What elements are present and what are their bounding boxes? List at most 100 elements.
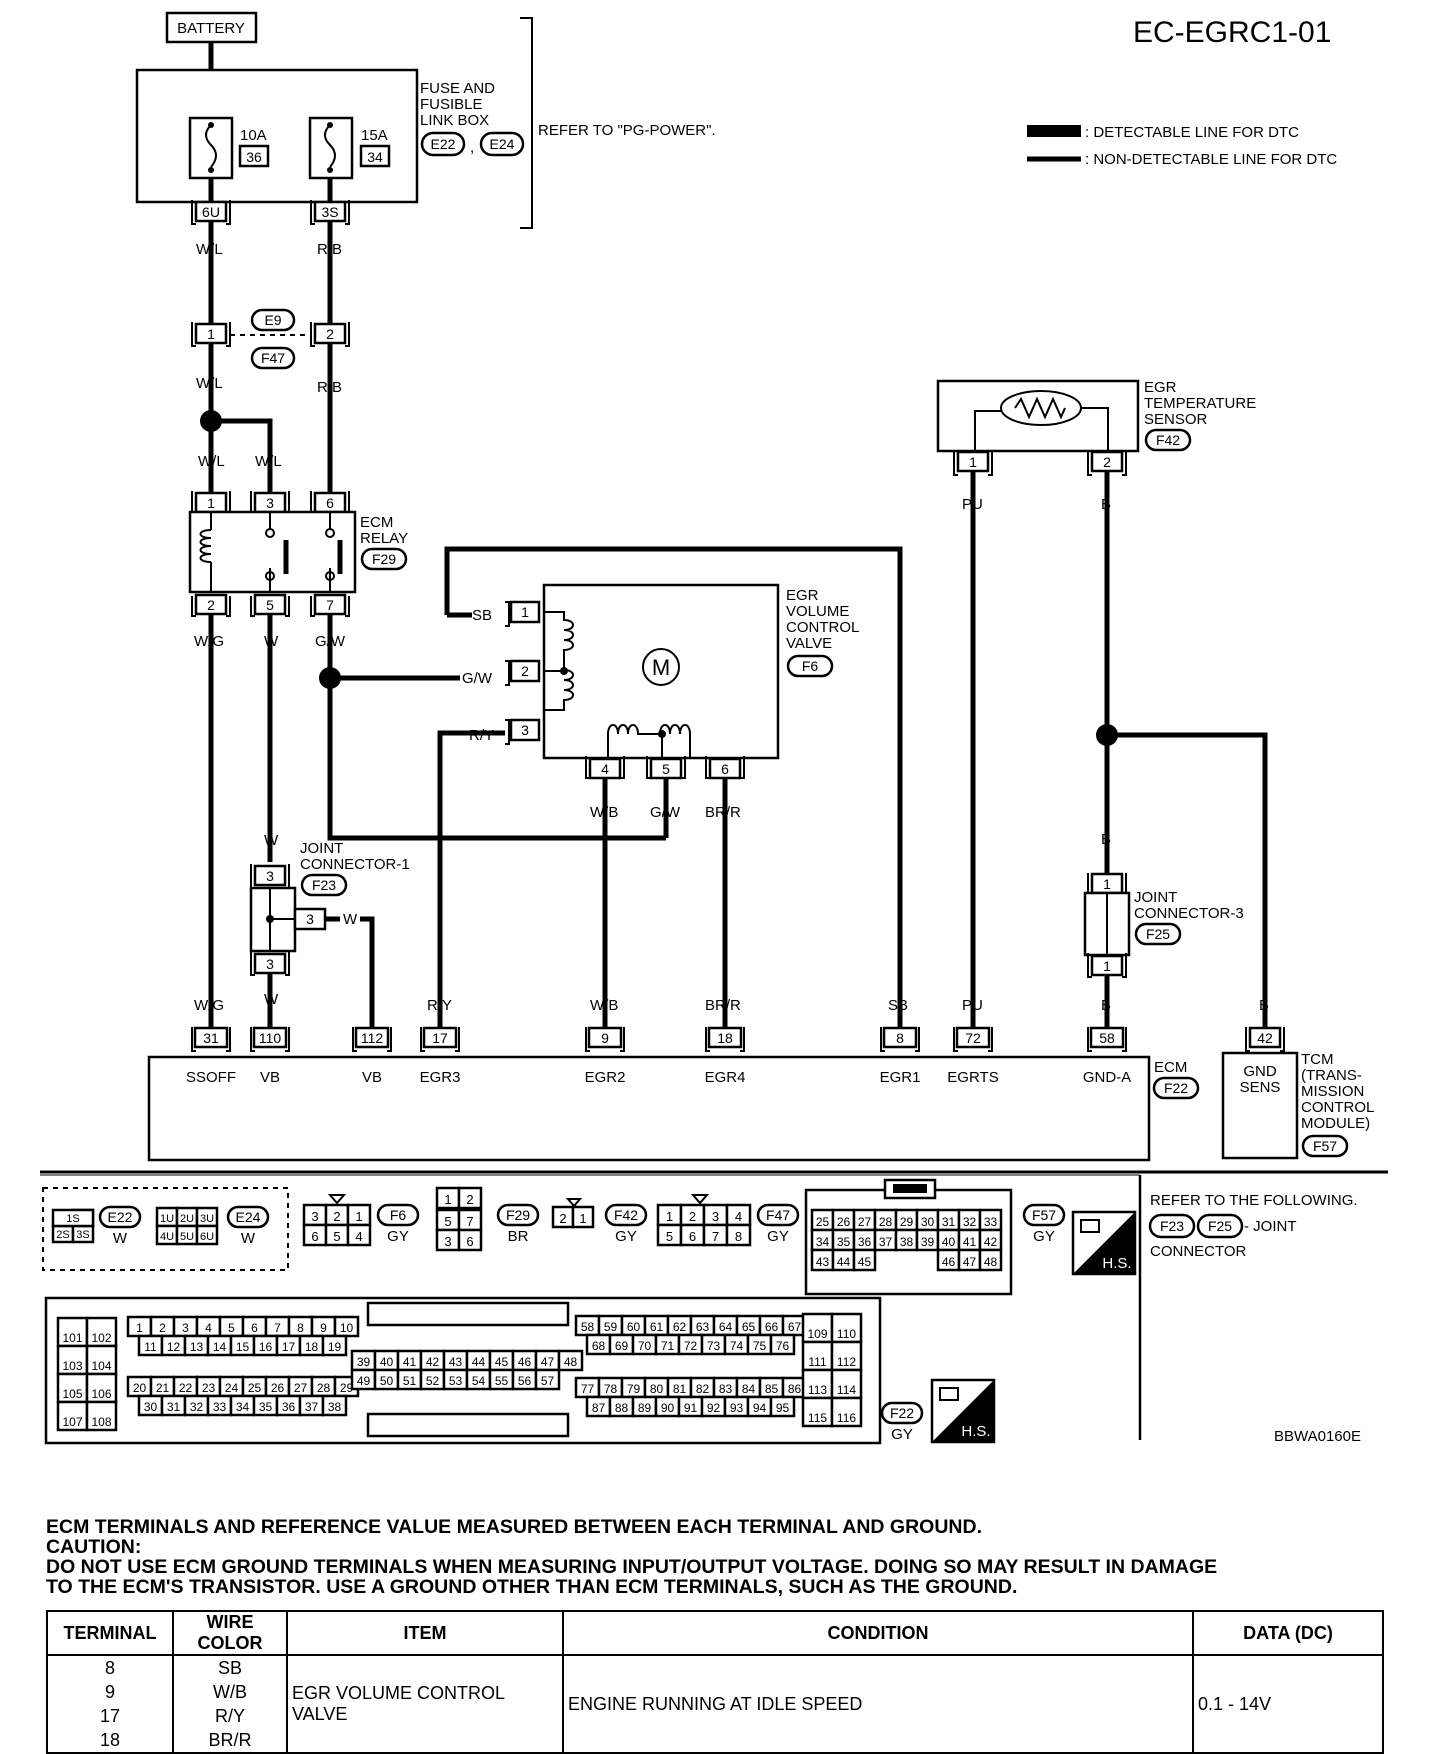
svg-text:3: 3 bbox=[266, 495, 274, 511]
svg-text:80: 80 bbox=[650, 1382, 664, 1396]
svg-text:6U: 6U bbox=[200, 1231, 214, 1243]
svg-text:W/B: W/B bbox=[590, 804, 618, 821]
fuse-15a: 15A 34 bbox=[308, 116, 391, 180]
svg-text:6: 6 bbox=[689, 1229, 696, 1244]
svg-text:R/Y: R/Y bbox=[427, 997, 452, 1014]
ecm-relay-title-1: ECM bbox=[360, 514, 393, 531]
svg-text:92: 92 bbox=[707, 1401, 721, 1415]
conn-e24-tag bbox=[479, 131, 525, 157]
notes-block: ECM TERMINALS AND REFERENCE VALUE MEASUR… bbox=[46, 1517, 1386, 1597]
svg-text:40: 40 bbox=[942, 1235, 956, 1249]
svg-text:F47: F47 bbox=[766, 1207, 790, 1223]
svg-text:103: 103 bbox=[62, 1359, 82, 1373]
svg-text:2: 2 bbox=[466, 1192, 473, 1207]
conn-f23-tag bbox=[300, 873, 348, 897]
svg-text:5: 5 bbox=[444, 1214, 451, 1229]
svg-text:44: 44 bbox=[472, 1355, 486, 1369]
svg-text:74: 74 bbox=[730, 1339, 744, 1353]
tcm-title-2: (TRANS- bbox=[1301, 1067, 1362, 1084]
svg-text:57: 57 bbox=[541, 1374, 555, 1388]
egr-sensor-title-2: TEMPERATURE bbox=[1144, 395, 1256, 412]
svg-text:3: 3 bbox=[712, 1209, 719, 1224]
terminal-table: TERMINAL WIRE COLOR ITEM CONDITION DATA … bbox=[46, 1610, 1384, 1754]
conn-f29-tag bbox=[360, 547, 408, 571]
svg-text:3: 3 bbox=[521, 722, 529, 738]
svg-text:43: 43 bbox=[816, 1255, 830, 1269]
svg-text:2: 2 bbox=[333, 1209, 340, 1224]
svg-text:H.S.: H.S. bbox=[961, 1423, 990, 1440]
svg-text:49: 49 bbox=[357, 1374, 371, 1388]
tcm-sens: SENS bbox=[1240, 1079, 1281, 1096]
svg-text:14: 14 bbox=[213, 1340, 227, 1354]
egr-valve-title-1: EGR bbox=[786, 587, 819, 604]
note-line-1: DO NOT USE ECM GROUND TERMINALS WHEN MEA… bbox=[46, 1556, 1218, 1578]
svg-text:27: 27 bbox=[858, 1215, 872, 1229]
svg-text:63: 63 bbox=[696, 1320, 710, 1334]
svg-text:6: 6 bbox=[311, 1229, 318, 1244]
svg-text:43: 43 bbox=[449, 1355, 463, 1369]
svg-text:73: 73 bbox=[707, 1339, 721, 1353]
svg-text:F29: F29 bbox=[506, 1207, 530, 1223]
pin-6u: 6U bbox=[202, 204, 220, 220]
svg-text:M: M bbox=[652, 655, 670, 680]
tcm-box bbox=[1221, 1051, 1299, 1160]
svg-text:1: 1 bbox=[207, 495, 215, 511]
page-id: EC-EGRC1-01 bbox=[1133, 16, 1331, 49]
svg-text:37: 37 bbox=[305, 1400, 319, 1414]
svg-text:37: 37 bbox=[879, 1235, 893, 1249]
svg-text:7: 7 bbox=[712, 1229, 719, 1244]
svg-text:53: 53 bbox=[449, 1374, 463, 1388]
svg-text:GY: GY bbox=[767, 1228, 789, 1245]
svg-text:45: 45 bbox=[495, 1355, 509, 1369]
svg-text:41: 41 bbox=[403, 1355, 417, 1369]
svg-text:BR: BR bbox=[508, 1228, 529, 1245]
svg-text:B: B bbox=[1101, 496, 1111, 513]
ecm-title: ECM bbox=[1154, 1059, 1187, 1076]
legend-detectable-line bbox=[1027, 125, 1081, 137]
ecm-pin-17: 17 bbox=[432, 1030, 448, 1046]
svg-text:78: 78 bbox=[604, 1382, 618, 1396]
svg-text:B: B bbox=[1101, 997, 1111, 1014]
svg-text:65: 65 bbox=[742, 1320, 756, 1334]
svg-text:8: 8 bbox=[297, 1321, 304, 1335]
svg-text:36: 36 bbox=[246, 149, 262, 165]
svg-text:8: 8 bbox=[735, 1229, 742, 1244]
svg-text:F42: F42 bbox=[1156, 432, 1180, 448]
joint1-title-2: CONNECTOR-1 bbox=[300, 856, 410, 873]
svg-text:28: 28 bbox=[879, 1215, 893, 1229]
svg-text:5: 5 bbox=[662, 761, 670, 777]
pin-3s: 3S bbox=[321, 204, 338, 220]
ecm-terminal-label: GND-A bbox=[1083, 1069, 1131, 1086]
svg-text:42: 42 bbox=[984, 1235, 998, 1249]
egr-sensor-title-3: SENSOR bbox=[1144, 411, 1208, 428]
svg-text:27: 27 bbox=[294, 1381, 308, 1395]
conn-tag-f47 bbox=[756, 1203, 800, 1227]
ecm-terminal-label: EGR3 bbox=[420, 1069, 461, 1086]
svg-text:55: 55 bbox=[495, 1374, 509, 1388]
ecm-relay-title-2: RELAY bbox=[360, 530, 408, 547]
svg-text:GY: GY bbox=[387, 1228, 409, 1245]
svg-text:39: 39 bbox=[921, 1235, 935, 1249]
ecm-pin-8: 8 bbox=[896, 1030, 904, 1046]
svg-text:87: 87 bbox=[592, 1401, 606, 1415]
svg-text:1: 1 bbox=[1103, 876, 1111, 892]
svg-text:5: 5 bbox=[228, 1321, 235, 1335]
svg-text:39: 39 bbox=[357, 1355, 371, 1369]
svg-text:1: 1 bbox=[444, 1192, 451, 1207]
svg-text:105: 105 bbox=[62, 1387, 82, 1401]
svg-text:R/B: R/B bbox=[317, 379, 342, 396]
ecm-terminal-label: EGR4 bbox=[705, 1069, 746, 1086]
conn-f6-tag bbox=[786, 654, 834, 678]
svg-text:50: 50 bbox=[380, 1374, 394, 1388]
svg-text:7: 7 bbox=[466, 1214, 473, 1229]
